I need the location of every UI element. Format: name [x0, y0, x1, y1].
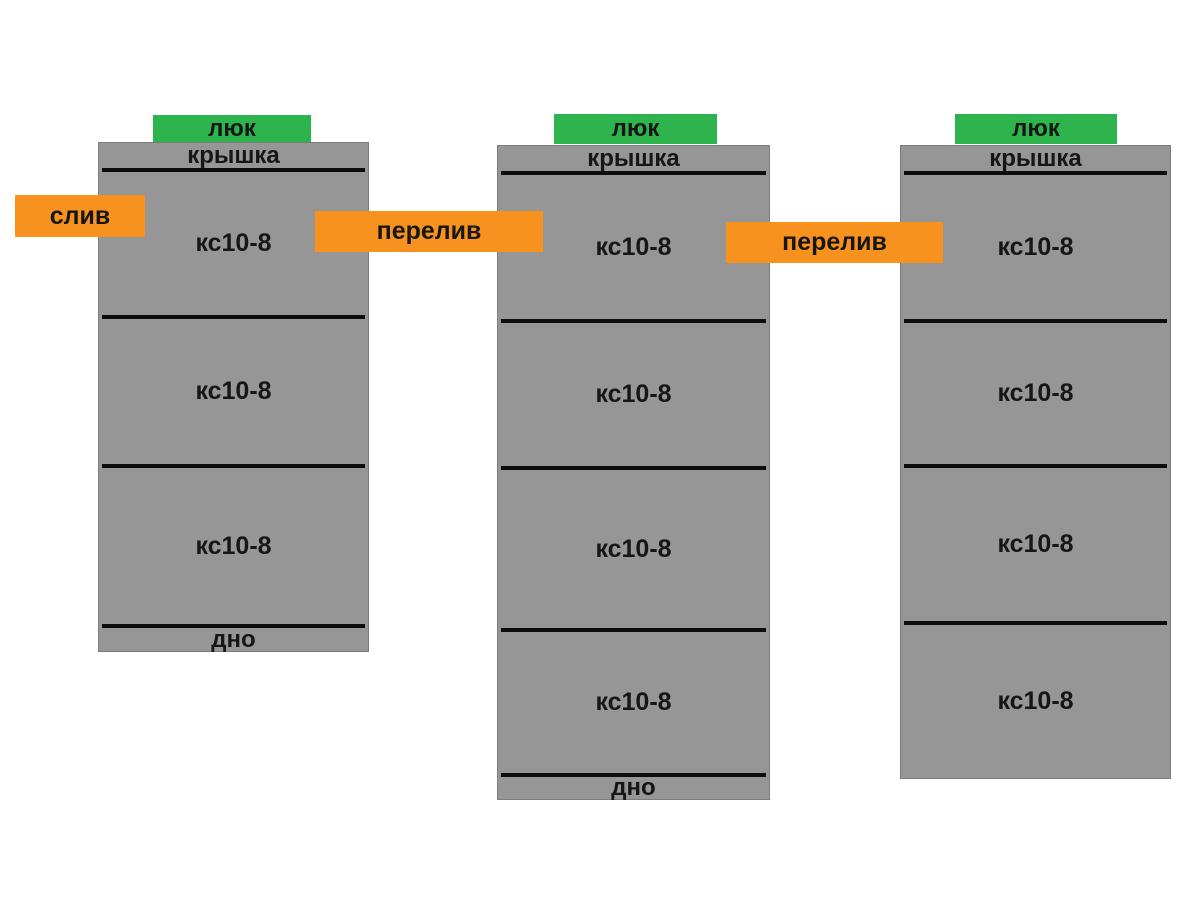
ring-segment: кс10-8 [498, 632, 769, 773]
ring-label: кс10-8 [595, 380, 672, 408]
ring-divider [501, 171, 766, 175]
ring-label: кс10-8 [997, 530, 1074, 558]
well-column-2: крышка кс10-8 кс10-8 кс10-8 кс10-8 дно [497, 145, 770, 801]
hatch-text: люк [208, 114, 256, 142]
ring-divider [102, 624, 365, 628]
overflow-label-1: перелив [315, 211, 543, 252]
ring-label: кс10-8 [595, 232, 672, 261]
ring-label: кс10-8 [195, 377, 272, 405]
ring-segment: кс10-8 [901, 625, 1170, 778]
hatch-label-well-2: люк [554, 114, 717, 144]
bottom-label: дно [611, 774, 656, 801]
ring-divider [904, 171, 1167, 175]
ring-divider [501, 628, 766, 632]
ring-segment: кс10-8 [99, 172, 368, 315]
ring-segment: кс10-8 [498, 323, 769, 466]
ring-divider [102, 168, 365, 172]
ring-label: кс10-8 [195, 531, 272, 560]
ring-divider [904, 621, 1167, 625]
overflow-text: перелив [376, 217, 482, 245]
ring-label: кс10-8 [997, 687, 1074, 715]
ring-segment: кс10-8 [901, 175, 1170, 319]
bottom-label: дно [211, 625, 256, 653]
ring-divider [102, 464, 365, 468]
drain-text: слив [49, 201, 111, 230]
well-column-3: крышка кс10-8 кс10-8 кс10-8 кс10-8 [900, 145, 1171, 779]
overflow-label-2: перелив [726, 222, 943, 263]
drain-label: слив [15, 195, 145, 237]
ring-divider [904, 464, 1167, 468]
hatch-label-well-1: люк [153, 115, 311, 142]
hatch-label-well-3: люк [955, 114, 1117, 144]
ring-label: кс10-8 [997, 379, 1074, 407]
hatch-text: люк [611, 115, 660, 142]
ring-label: кс10-8 [595, 688, 672, 716]
cover-label: крышка [187, 142, 280, 169]
ring-label: кс10-8 [997, 232, 1074, 261]
ring-divider [102, 315, 365, 319]
overflow-text: перелив [782, 228, 887, 256]
cover-label: крышка [989, 145, 1082, 172]
hatch-text: люк [1012, 115, 1060, 142]
ring-divider [501, 466, 766, 470]
ring-segment: кс10-8 [99, 468, 368, 624]
ring-divider [904, 319, 1167, 323]
ring-label: кс10-8 [195, 229, 272, 257]
ring-segment: кс10-8 [498, 470, 769, 628]
ring-divider [501, 773, 766, 777]
ring-segment: кс10-8 [901, 468, 1170, 621]
ring-label: кс10-8 [595, 534, 672, 563]
ring-segment: кс10-8 [498, 175, 769, 319]
ring-divider [501, 319, 766, 323]
ring-segment: кс10-8 [99, 319, 368, 464]
cover-label: крышка [587, 145, 680, 172]
ring-segment: кс10-8 [901, 323, 1170, 464]
